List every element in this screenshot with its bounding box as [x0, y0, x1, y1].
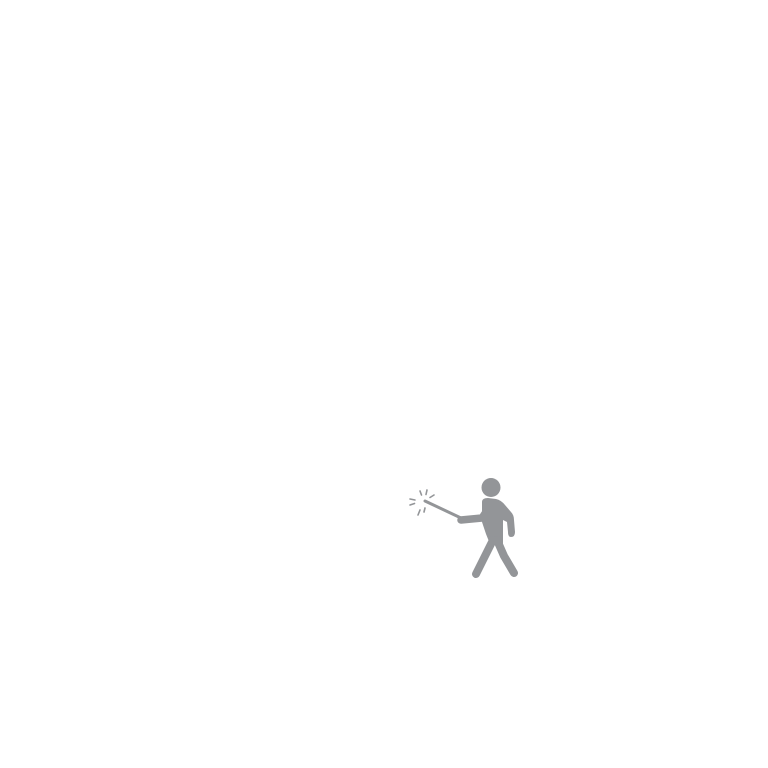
sparkle-lines: [409, 489, 435, 516]
person-with-magic-wand-icon: [404, 474, 522, 582]
person-figure: [423, 478, 518, 578]
